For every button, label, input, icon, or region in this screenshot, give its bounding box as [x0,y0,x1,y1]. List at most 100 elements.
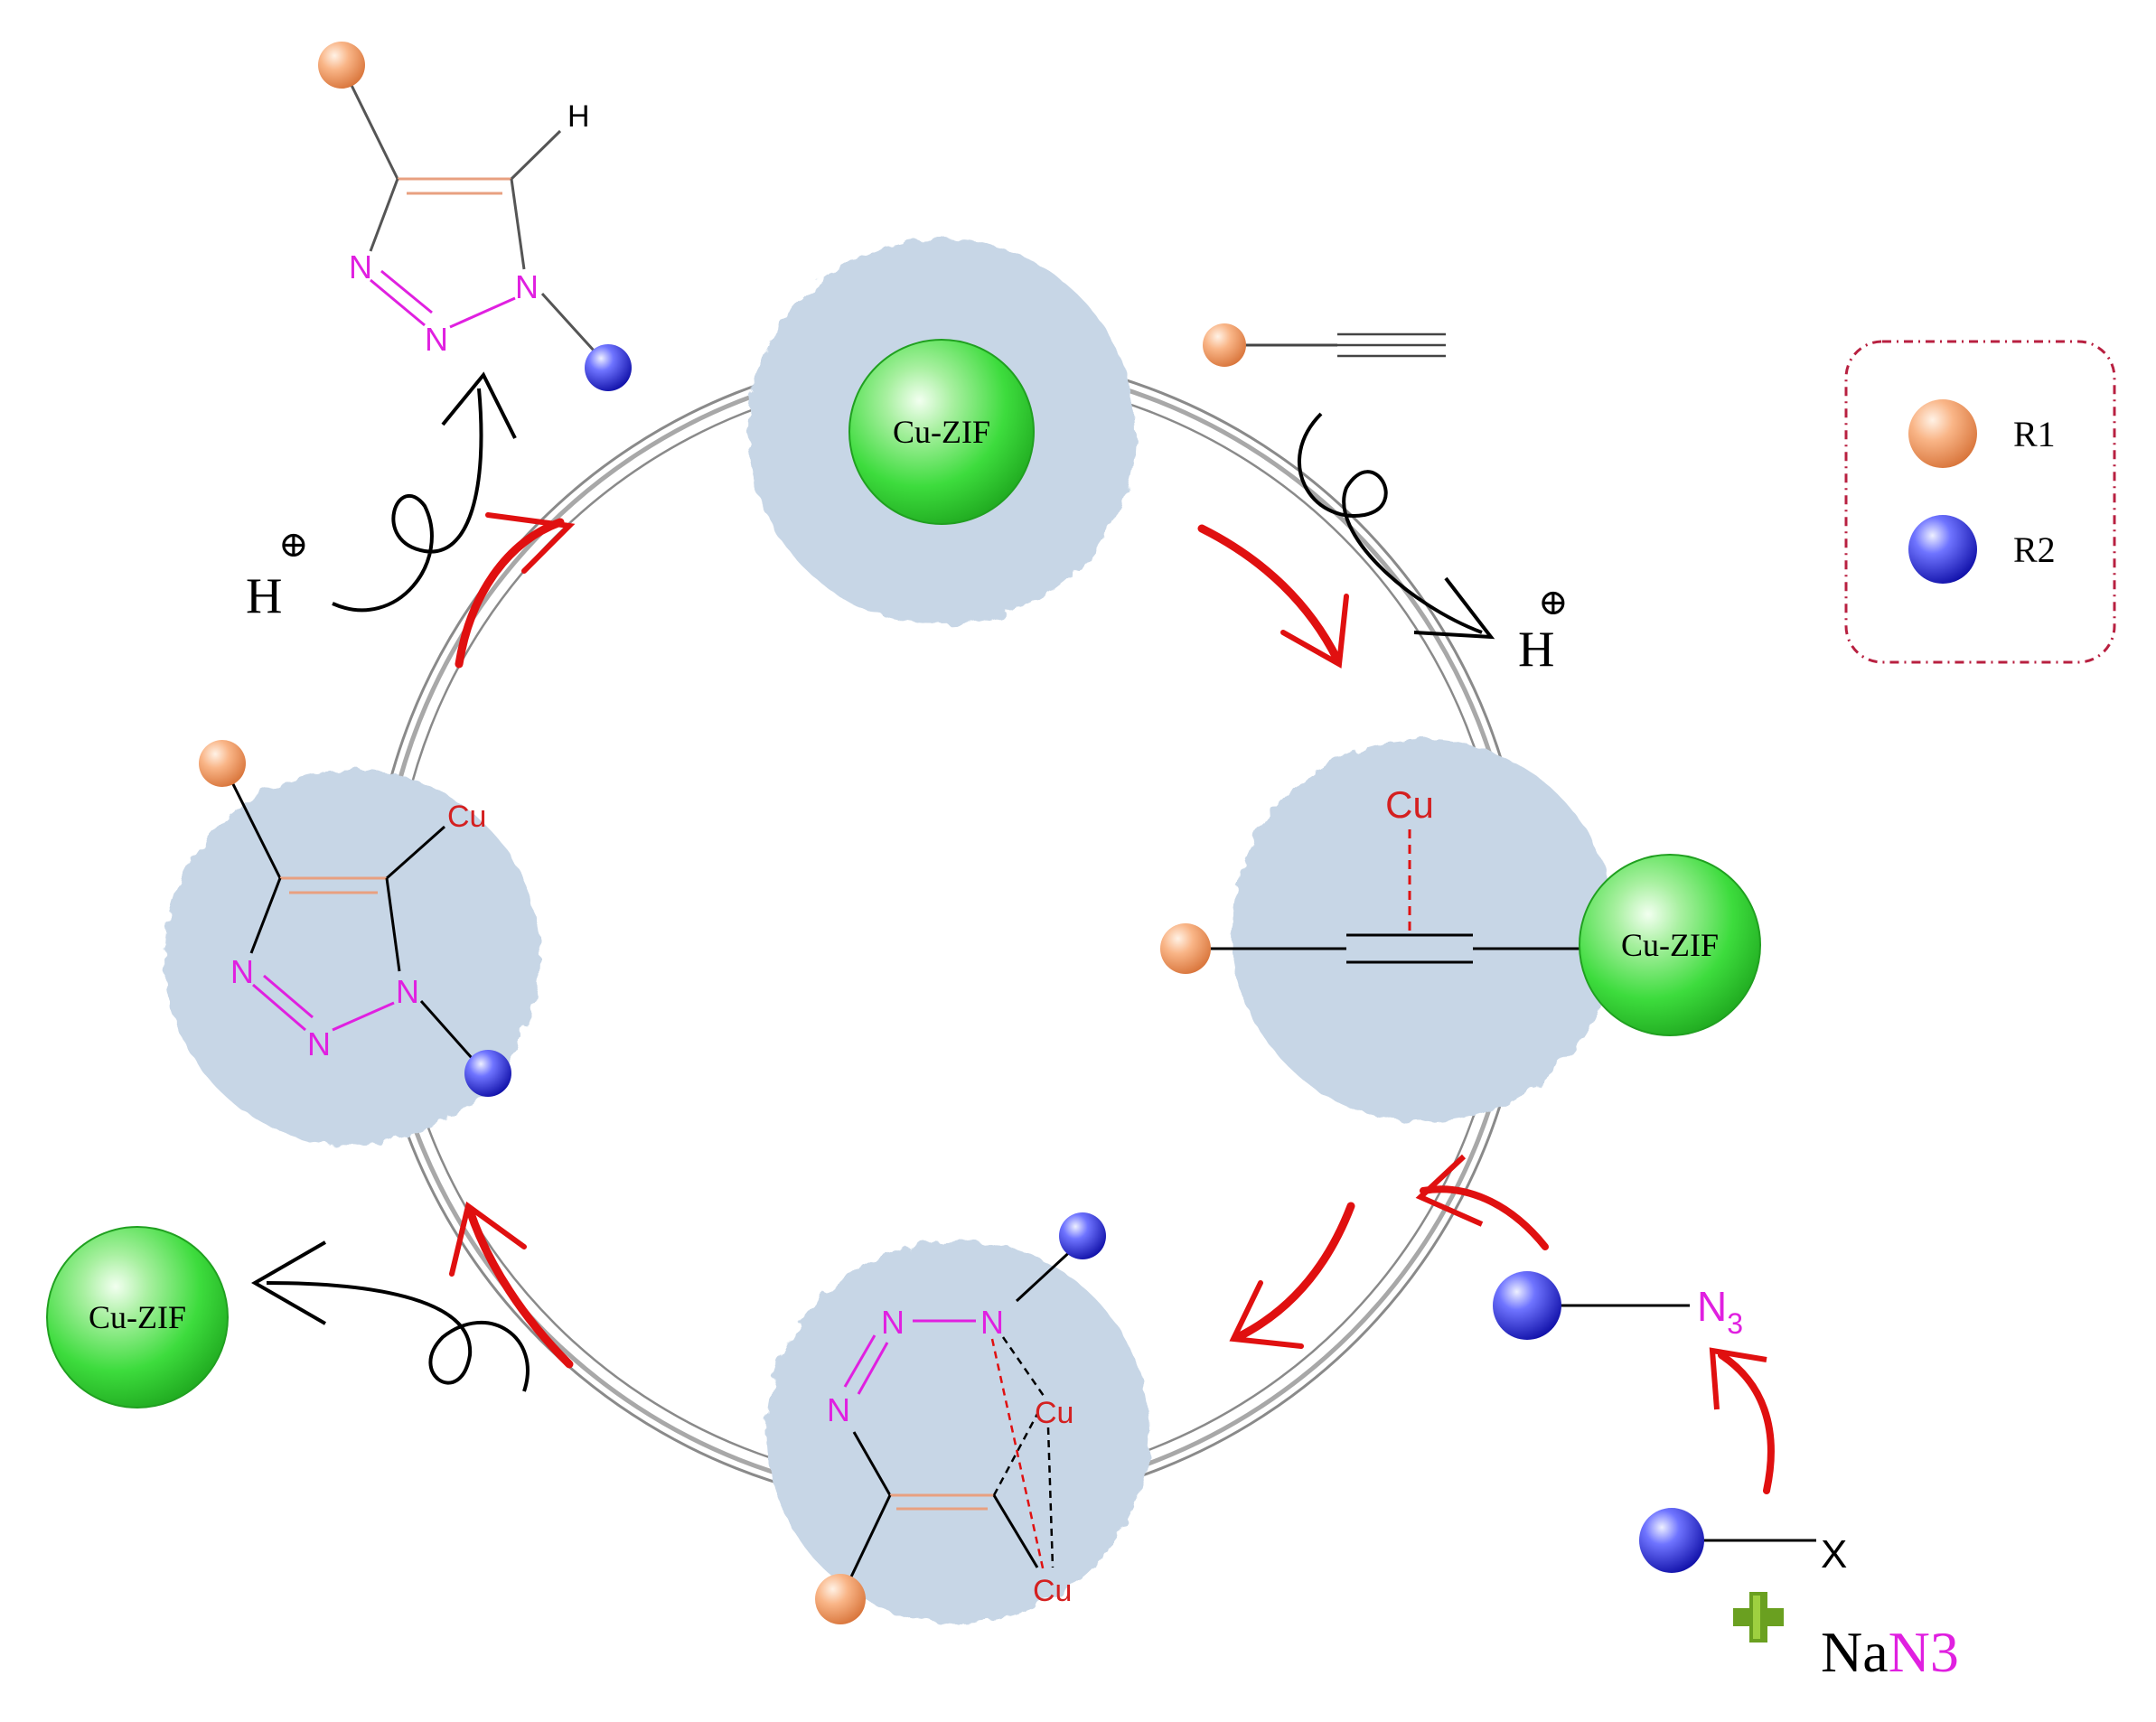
cycle-arrow-lower-right-head [1229,1280,1304,1349]
curly-arrow-path [332,388,483,613]
n-c-bond [852,1431,892,1496]
nitrogen-atom-n2: N [307,1025,331,1062]
cycle-arrow-upper-right-head [1280,594,1349,669]
legend: R1 R2 [1844,340,2116,664]
r2-sphere-icon [1639,1508,1704,1573]
n1-r2-bond [419,1000,481,1067]
bubble-bottom [766,1240,1149,1624]
nitrogen-atom-n2: N [425,321,448,358]
n3-n2-bond-1 [370,278,426,327]
nitrogen-atom-substituted: N [980,1304,1004,1341]
r1-sphere-icon [318,42,365,89]
positive-charge: ⊕ [1538,582,1569,622]
nitrogen-atom-terminal: N [881,1304,905,1341]
r1-bond [222,765,282,879]
hydrogen-atom: H [567,99,590,134]
c5-n1-bond [510,178,526,270]
cycle-arrow-upper-left-head [485,512,576,574]
cycle-direction-arrows [449,512,1355,1369]
arrow-head [441,371,517,439]
red-arrow-left [1420,1185,1549,1250]
c-cu-bond [992,1494,1039,1568]
r2-sphere-icon [464,1050,511,1097]
halide-atom: X [1821,1532,1847,1577]
alkyne-reactant [1203,323,1446,367]
orange-sphere-icon [1908,399,1977,468]
sodium-label: Na [1821,1620,1889,1684]
red-arrow-up-head [1709,1347,1767,1410]
cycle-arrow-upper-left [455,518,565,669]
c4-n3-bond [249,877,282,954]
sodium-azide-label: NaN3 [1821,1620,1959,1684]
nitrogen-atom-n3: N [349,248,372,285]
nitrogen-atom-middle: N [827,1391,850,1428]
proton-symbol: H [1518,622,1554,678]
arrow-head [1413,576,1495,640]
cycle-arrow-lower-left-head [449,1201,527,1277]
c-cu-bond [386,825,445,880]
cycle-arrow-upper-right [1197,524,1342,664]
cycle-arrow-lower-left [465,1206,574,1369]
proton-symbol: H [246,568,282,624]
c-cu-dashed [992,1413,1039,1496]
proton-uptake-arrow [332,371,517,613]
legend-r1-label: R1 [2013,414,2056,454]
catalyst-released: Cu-ZIF [46,1226,229,1408]
nitrogen-atom-n1: N [396,973,419,1010]
curly-arrow-path [1298,412,1483,634]
ch-bond [510,129,562,181]
nitrogen-atom-n1: N [515,268,539,305]
copper-atom-lower: Cu [1033,1574,1072,1608]
n2-n1-bond [449,296,516,329]
n-n-double-bond-1 [843,1334,876,1388]
copper-atom: Cu [447,800,486,834]
proton-release-arrow [1298,412,1495,640]
plus-icon [1733,1592,1784,1642]
curly-arrow-path [266,1281,530,1392]
cu-cu-dashed [1046,1427,1055,1568]
blue-sphere-icon [1908,515,1977,584]
azide-label: N3 [1697,1283,1743,1340]
legend-r2-label: R2 [2013,529,2056,570]
catalyst-sphere [1579,854,1761,1036]
positive-charge: ⊕ [278,524,309,565]
legend-frame [1844,340,2116,664]
n3-n2-bond-1 [252,983,306,1032]
n-cu-dashed-red [990,1338,1045,1573]
r2-sphere-icon [1059,1212,1106,1259]
catalyst-label: Cu-ZIF [89,1299,186,1335]
r1-sphere-icon [1160,923,1211,974]
catalyst-sphere [848,339,1035,525]
copper-triazolide-intermediate: Cu N N N [199,740,511,1097]
c5-n1-bond [385,877,401,972]
copper-atom: Cu [1385,783,1434,826]
catalyst-sphere [46,1226,229,1408]
metallacycle-intermediate: N N N Cu Cu [815,1212,1106,1624]
n-r2-bond [1015,1245,1077,1303]
n3-n2-bond-2 [263,974,314,1019]
bubble-right [1232,739,1615,1122]
arrow-head [250,1240,326,1325]
azide-formation: X NaN3 N3 [1415,1154,1959,1684]
red-arrow-left-head [1415,1154,1484,1227]
red-arrow-up [1718,1352,1775,1494]
catalyst-label: Cu-ZIF [893,414,990,450]
catalyst-label: Cu-ZIF [1621,927,1719,963]
n3-n2-bond-2 [380,269,433,314]
azide-group-label: N3 [1889,1620,1959,1684]
nitrogen-atom-n3: N [230,953,254,990]
proton-uptake: H ⊕ [246,524,309,624]
n2-n1-bond [332,1001,395,1032]
r2-sphere-icon [585,344,632,391]
copper-atom-upper: Cu [1035,1396,1073,1430]
catalyst-release-arrow [250,1240,530,1392]
copper-acetylide-intermediate: Cu Cu-ZIF [1160,783,1761,1036]
triazole-product: H N N N [318,42,632,391]
r1-sphere-icon [815,1574,866,1624]
proton-product: H ⊕ [1518,582,1569,678]
c-r1-bond [843,1494,892,1591]
r1-sphere-icon [199,740,246,787]
r2-sphere-icon [1493,1271,1561,1340]
cycle-arrow-lower-right [1233,1202,1355,1342]
